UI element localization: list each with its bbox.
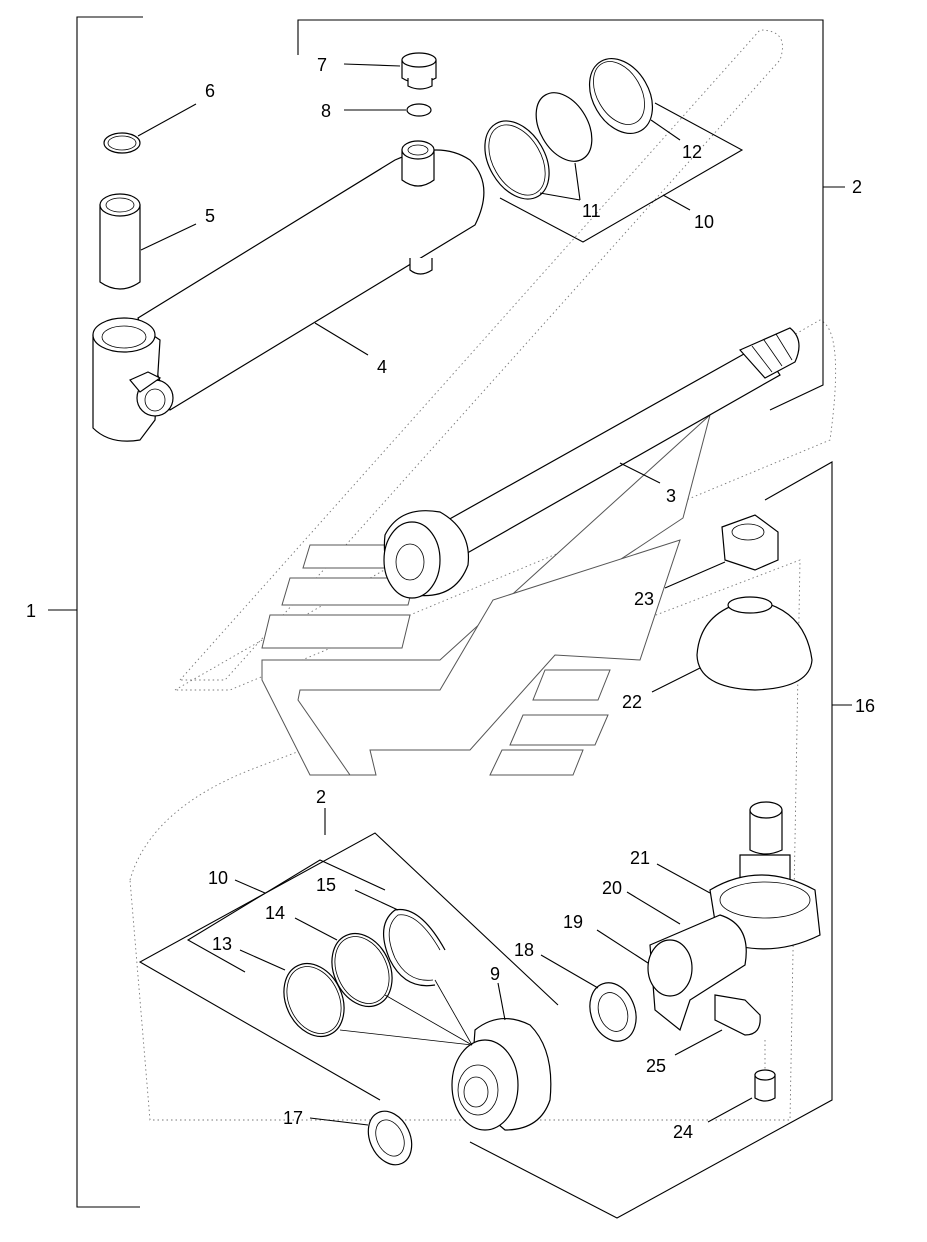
callout-18: 18 [514,940,534,960]
callout-3: 3 [666,486,676,506]
seal-part-17 [309,1110,413,1166]
callout-25: 25 [646,1056,666,1076]
leader-part-19 [596,929,649,964]
callout-9: 9 [490,964,500,984]
callout-23: 23 [634,589,654,609]
callout-17: 17 [283,1108,303,1128]
callout-10-bottom: 10 [208,868,228,888]
callout-14: 14 [265,903,285,923]
callout-20: 20 [602,878,622,898]
callout-16: 16 [855,696,875,716]
bracket-seal-kit-10-bottom [186,859,386,973]
watermark-logo [129,29,837,1121]
dust-boot-part-22 [651,596,813,693]
callout-15: 15 [316,875,336,895]
snap-ring-part-15 [354,889,446,987]
piston-part-9 [451,982,552,1131]
callout-2-bottom: 2 [316,787,326,807]
callout-5: 5 [205,206,215,226]
callout-2-top: 2 [852,177,862,197]
callout-1: 1 [26,601,36,621]
cylinder-barrel-part-4 [92,140,485,442]
seal-leaders [339,979,473,1046]
o-ring-part-8 [344,103,432,117]
bracket-kit-16 [469,461,852,1219]
grease-nipple-part-24 [707,1040,776,1123]
bracket-kit-2-top [297,19,845,411]
seal-part-14 [294,917,393,1008]
seals-part-11 [484,92,593,201]
callout-6: 6 [205,81,215,101]
callout-24: 24 [673,1122,693,1142]
castle-nut-part-23 [664,514,779,589]
callout-12: 12 [682,142,702,162]
seal-part-18 [540,954,637,1042]
callout-22: 22 [622,692,642,712]
fitting-part-25 [674,994,761,1056]
piston-rod-part-3 [383,327,800,599]
plug-part-7 [343,52,437,90]
bushing-part-5 [99,193,197,290]
callout-19: 19 [563,912,583,932]
tie-rod-end-part-20 [626,891,747,1032]
callout-4: 4 [377,357,387,377]
callout-8: 8 [321,101,331,121]
o-ring-part-6 [103,103,197,154]
bracket-seal-kit-10-top [499,102,744,243]
callout-21: 21 [630,848,650,868]
callout-10-top: 10 [694,212,714,232]
wear-ring-part-12 [588,58,681,141]
callout-13: 13 [212,934,232,954]
callout-11: 11 [582,201,601,221]
callout-7: 7 [317,55,327,75]
bracket-assembly-1 [48,16,143,1208]
